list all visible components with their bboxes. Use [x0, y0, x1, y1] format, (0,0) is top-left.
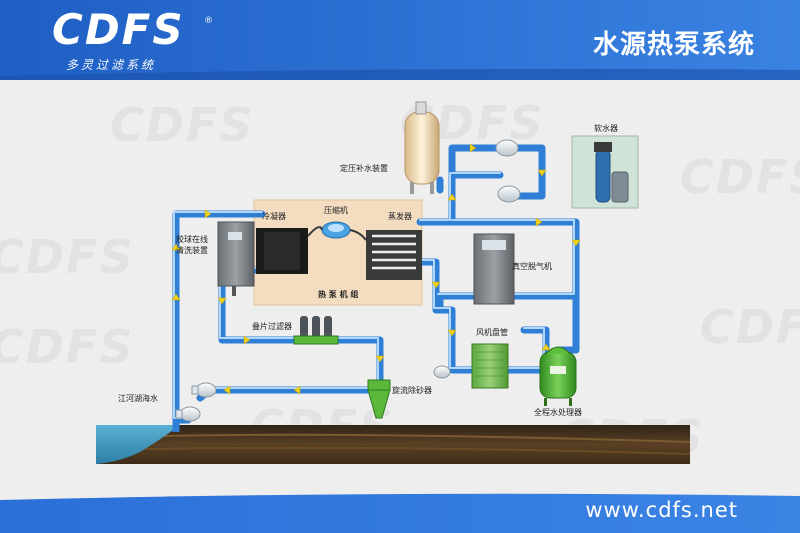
label-fan-coil: 风机盘管 [476, 328, 508, 337]
evaporator [366, 230, 422, 280]
arrow-down-icon [431, 281, 441, 289]
label-pressure-unit: 定压补水装置 [340, 164, 388, 173]
condenser [256, 228, 308, 274]
registered-mark: ® [204, 16, 213, 26]
label-evaporator: 蒸发器 [388, 212, 412, 221]
logo-text: CDFS [52, 5, 185, 54]
compressor [307, 221, 367, 241]
brand-logo: CDFS ® 多灵过滤系统 [52, 5, 213, 73]
site-url: www.cdfs.net [585, 498, 738, 522]
pipe-pressure-branch [448, 144, 502, 179]
label-water-source: 江河湖海水 [118, 394, 158, 403]
vacuum-degasser [473, 233, 515, 305]
pipe-treater-link [556, 292, 580, 354]
cyclone-separator [367, 379, 391, 419]
pipe-softener-loop [512, 144, 546, 200]
disc-filter [293, 316, 339, 345]
water-softener [571, 135, 639, 209]
arrow-right-icon [204, 209, 212, 219]
label-condenser: 冷凝器 [262, 212, 286, 221]
arrow-left-icon [293, 385, 301, 395]
arrow-up-icon [447, 193, 457, 201]
pipe-supply-riser [172, 210, 266, 424]
label-softener: 软水器 [594, 124, 618, 133]
label-full-process-treater: 全程水处理器 [534, 408, 582, 417]
arrow-down-icon [217, 297, 227, 305]
arrow-up-icon [171, 293, 181, 301]
arrow-down-icon [571, 239, 581, 247]
arrow-up-icon [541, 343, 551, 351]
label-vacuum-degasser: 真空脱气机 [512, 262, 552, 271]
label-disc-filter: 叠片过滤器 [252, 322, 292, 331]
pump-icon [191, 382, 217, 398]
ball-cleaner [217, 221, 255, 296]
pumps [175, 139, 521, 422]
full-process-treater [539, 346, 577, 406]
arrow-down-icon [537, 169, 547, 177]
water-body [96, 425, 180, 464]
label-compressor: 压缩机 [324, 206, 348, 215]
label-ball-cleaner: 胶球在线 清洗装置 [176, 235, 208, 255]
fan-coil-unit [471, 343, 509, 389]
pump-icon [497, 185, 521, 203]
pump-icon [175, 406, 201, 422]
arrow-right-icon [469, 143, 477, 153]
label-cyclone-separator: 旋流除砂器 [392, 386, 432, 395]
arrow-right-icon [243, 335, 251, 345]
arrow-down-icon [375, 355, 385, 363]
footer-bar [0, 493, 800, 533]
pressure-tank [404, 101, 440, 194]
logo-subtitle: 多灵过滤系统 [66, 58, 157, 72]
arrow-left-icon [223, 385, 231, 395]
pump-icon [433, 365, 451, 379]
arrow-right-icon [535, 217, 543, 227]
ground-section [95, 425, 691, 464]
header-bar [0, 0, 800, 80]
pump-icon [495, 139, 519, 157]
arrow-up-icon [171, 243, 181, 251]
page-title: 水源热泵系统 [592, 30, 755, 60]
pipe-evap-out [416, 258, 476, 374]
arrow-down-icon [447, 329, 457, 337]
label-heat-pump-unit: 热 泵 机 组 [318, 290, 359, 299]
pipe-filter-to-cyclone [326, 336, 384, 390]
